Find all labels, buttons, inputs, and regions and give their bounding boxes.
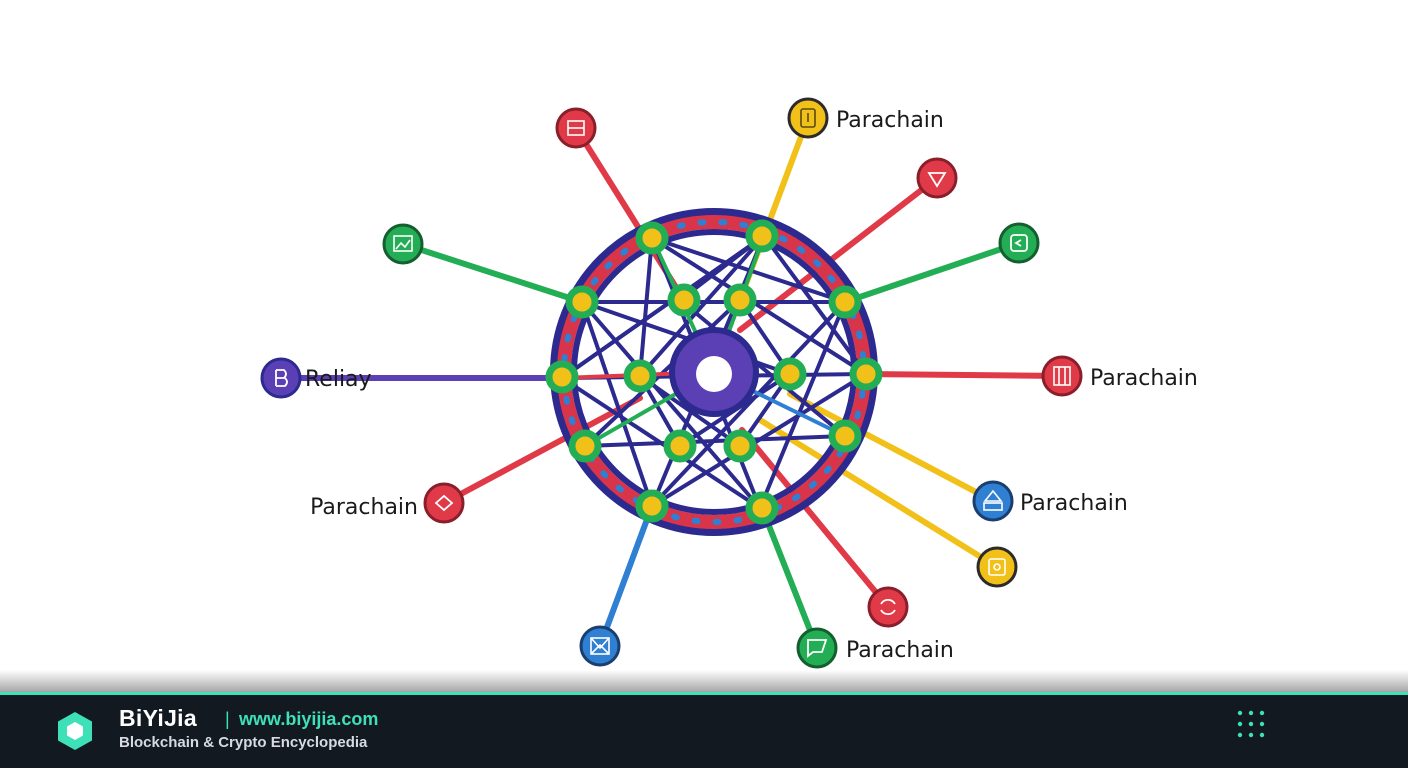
node-bottom-green: Parachain (796, 627, 954, 669)
node-bottom-right-yellow (976, 546, 1018, 588)
hexagon-logo-icon[interactable] (56, 711, 94, 751)
network-icon (983, 489, 1003, 511)
node-relay: Reliay (260, 357, 372, 399)
line-bottom-blue (597, 503, 655, 649)
image-icon (393, 235, 413, 252)
outer-nodes: Reliay Parachain (260, 97, 1198, 669)
puzzle-icon (988, 558, 1006, 576)
node-right-top-red (916, 157, 958, 199)
node-top-yellow: Parachain (787, 97, 944, 139)
right-blue-label: Parachain (1020, 491, 1128, 516)
line-right-green (842, 240, 1022, 305)
node-left-red: Parachain (310, 482, 465, 524)
node-right-green (998, 222, 1040, 264)
wallet-icon (1010, 234, 1028, 252)
hub-junctions (545, 219, 883, 525)
brand-tagline: Blockchain & Crypto Encyclopedia (119, 734, 368, 751)
line-right-blue (787, 391, 996, 504)
right-red-label: Parachain (1090, 366, 1198, 391)
line-right-red (863, 371, 1065, 379)
line-bottom-right-yellow (757, 417, 1000, 570)
envelope-icon (590, 637, 610, 655)
brand-name: BiYiJia (119, 705, 197, 731)
line-bottom-green (759, 505, 820, 651)
node-bottom-red (867, 586, 909, 628)
drawer-icon (567, 120, 585, 136)
brand-separator: | (225, 709, 230, 729)
node-bottom-blue (579, 625, 621, 667)
relay-label: Reliay (305, 367, 372, 392)
top-yellow-label: Parachain (836, 108, 944, 133)
relay-icon (275, 369, 288, 387)
chat-icon (807, 639, 828, 658)
node-right-red: Parachain (1041, 355, 1198, 397)
cycle-icon (880, 598, 896, 616)
line-left-green (400, 241, 585, 305)
hub-center-hole (696, 356, 732, 392)
building-icon (1053, 366, 1071, 386)
footer-bar: BiYiJia | www.biyijia.com Blockchain & C… (0, 670, 1408, 768)
dots-grid-icon[interactable] (1236, 709, 1266, 739)
line-right-top-red (737, 175, 940, 333)
connector-lines (277, 115, 1065, 651)
node-top-left-red (555, 107, 597, 149)
line-left-red (441, 395, 643, 506)
bottom-green-label: Parachain (846, 638, 954, 663)
node-right-blue: Parachain (972, 480, 1128, 522)
line-bottom-red (739, 427, 891, 610)
node-left-green (382, 223, 424, 265)
relay-hub (545, 208, 883, 536)
relay-parachain-diagram: Reliay Parachain (260, 97, 1198, 669)
triangle-icon (927, 172, 947, 188)
diamond-icon (434, 494, 454, 512)
site-url-link[interactable]: www.biyijia.com (239, 709, 379, 729)
document-icon (800, 108, 816, 128)
left-red-label: Parachain (310, 495, 418, 520)
